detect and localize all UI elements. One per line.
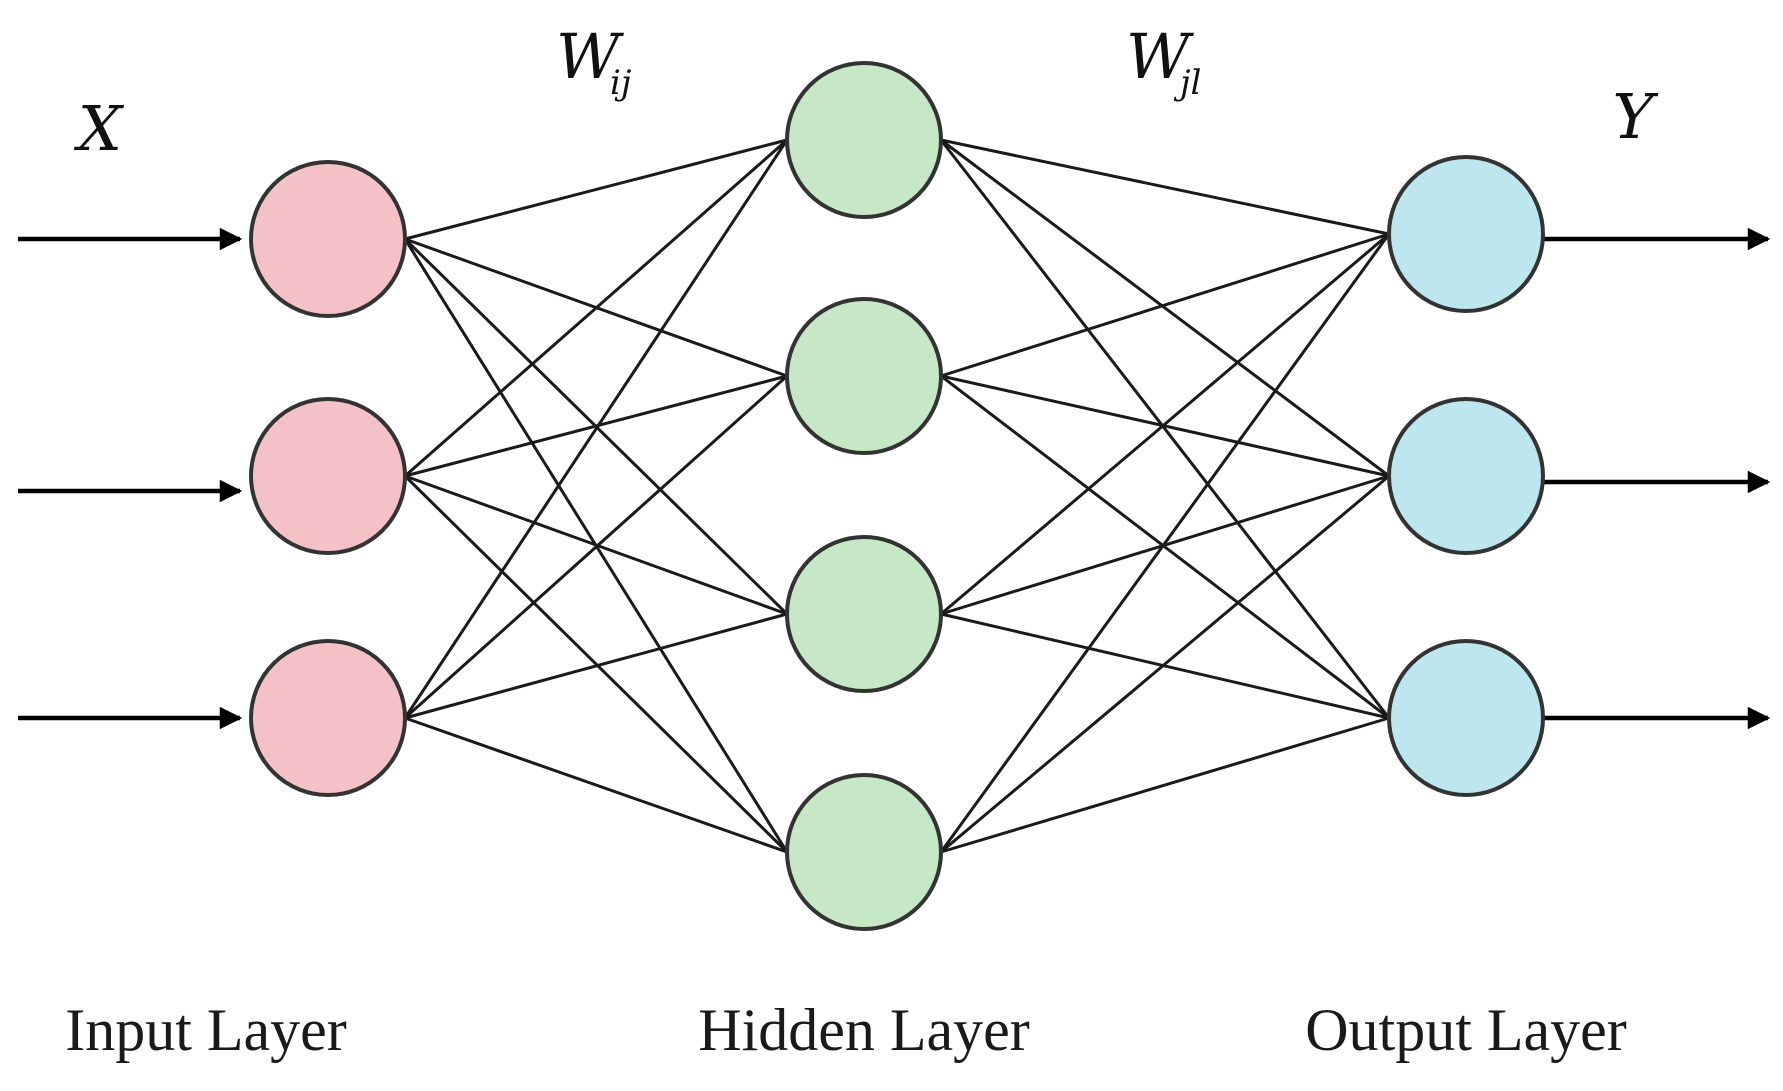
output-symbol-label: Y bbox=[1613, 80, 1659, 153]
weight-in-main: W bbox=[556, 20, 624, 93]
hidden-node-3 bbox=[785, 535, 943, 693]
output-layer-caption: Output Layer bbox=[1305, 997, 1627, 1063]
edge-input-2-hidden-1 bbox=[404, 138, 788, 478]
weight-input-hidden-label: W ij bbox=[556, 20, 632, 103]
output-node-2 bbox=[1387, 397, 1545, 555]
edge-hidden-1-output-2 bbox=[940, 138, 1390, 478]
edge-hidden-2-output-1 bbox=[940, 232, 1390, 378]
weight-in-subscript: ij bbox=[610, 63, 632, 103]
hidden-layer-caption: Hidden Layer bbox=[698, 997, 1030, 1063]
edge-hidden-4-output-3 bbox=[940, 716, 1390, 854]
edge-hidden-3-output-1 bbox=[940, 232, 1390, 616]
input-node-2 bbox=[249, 397, 407, 555]
edge-input-3-hidden-2 bbox=[403, 374, 789, 720]
input-layer-nodes bbox=[249, 160, 407, 797]
edge-input-3-hidden-4 bbox=[404, 716, 788, 854]
input-hidden-connections bbox=[403, 138, 789, 854]
edge-input-2-hidden-4 bbox=[403, 474, 789, 854]
hidden-node-2 bbox=[785, 297, 943, 455]
output-layer-nodes bbox=[1387, 155, 1545, 797]
input-layer-caption: Input Layer bbox=[65, 997, 347, 1063]
input-node-1 bbox=[249, 160, 407, 318]
output-node-3 bbox=[1387, 639, 1545, 797]
input-node-3 bbox=[249, 639, 407, 797]
edge-input-3-hidden-3 bbox=[404, 612, 788, 720]
edge-hidden-2-output-2 bbox=[940, 374, 1390, 478]
edge-input-2-hidden-2 bbox=[404, 374, 788, 478]
hidden-node-1 bbox=[785, 61, 943, 219]
hidden-output-connections bbox=[939, 138, 1391, 854]
output-arrows bbox=[1544, 227, 1771, 730]
hidden-node-4 bbox=[785, 773, 943, 931]
edge-input-1-hidden-1 bbox=[404, 138, 788, 241]
edge-hidden-4-output-1 bbox=[939, 233, 1391, 853]
weight-hidden-output-label: W jl bbox=[1126, 20, 1201, 103]
edge-hidden-4-output-2 bbox=[940, 474, 1390, 854]
output-node-1 bbox=[1387, 155, 1545, 313]
edge-hidden-2-output-3 bbox=[940, 374, 1390, 720]
edge-hidden-3-output-3 bbox=[940, 612, 1390, 720]
input-arrows bbox=[18, 227, 243, 730]
hidden-layer-nodes bbox=[785, 61, 943, 931]
edge-hidden-1-output-3 bbox=[939, 139, 1391, 719]
edge-input-3-hidden-1 bbox=[403, 139, 789, 719]
weight-out-main: W bbox=[1126, 20, 1194, 93]
input-symbol-label: X bbox=[74, 92, 125, 165]
edge-hidden-1-output-1 bbox=[940, 138, 1390, 236]
